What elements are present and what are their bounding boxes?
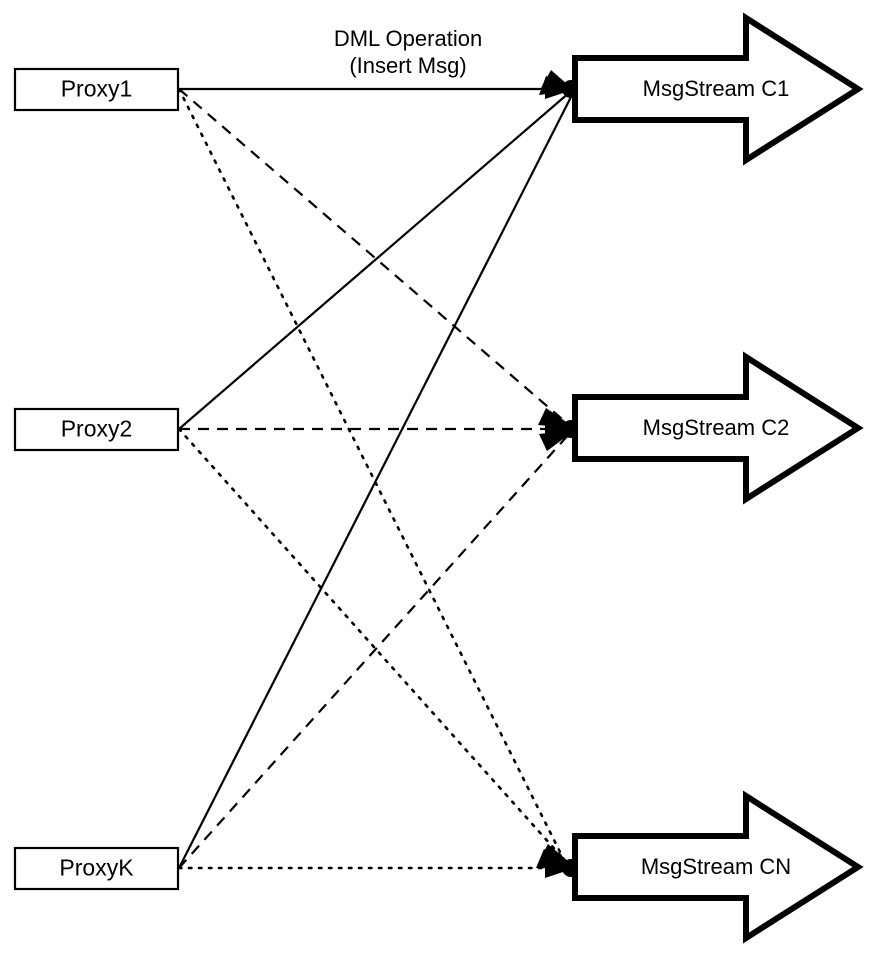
msgstream-node-cn[interactable]: MsgStream CN [572,790,864,944]
proxyk-label: ProxyK [59,855,134,881]
msgstream-c2-label: MsgStream C2 [643,415,790,440]
dml-operation-caption: DML Operation (Insert Msg) [334,26,482,78]
msgstream-node-c1[interactable]: MsgStream C1 [572,12,864,166]
msgstream-node-c2[interactable]: MsgStream C2 [572,351,864,505]
edge-proxy1-to-msgstream-c2 [178,88,570,426]
caption-line-1: DML Operation [334,26,482,51]
edge-proxyk-to-msgstream-c2 [178,432,571,869]
proxy-node-proxy2[interactable]: Proxy2 [13,407,180,452]
proxy2-label: Proxy2 [61,416,133,442]
edge-proxyk-to-msgstream-c1 [178,94,573,869]
proxy-node-proxy1[interactable]: Proxy1 [13,67,180,112]
msgstream-c2-arrow-shape[interactable] [572,351,864,505]
proxyk-box[interactable] [13,846,180,891]
msgstream-c1-arrow-shape[interactable] [572,12,864,166]
msgstream-cn-label: MsgStream CN [641,854,791,879]
msgstream-c1-label: MsgStream C1 [643,76,790,101]
proxy1-box[interactable] [13,67,180,112]
proxy2-box[interactable] [13,407,180,452]
edge-layer [177,87,573,870]
edge-proxy1-to-msgstream-cn [177,87,569,868]
edge-proxy2-to-msgstream-c1 [178,91,571,430]
proxy1-label: Proxy1 [61,76,133,102]
msgstream-cn-arrow-shape[interactable] [572,790,864,944]
edge-proxy2-to-msgstream-cn [177,427,570,866]
arrowhead-layer [536,70,580,878]
caption-line-2: (Insert Msg) [349,53,466,78]
proxy-node-proxyk[interactable]: ProxyK [13,846,180,891]
